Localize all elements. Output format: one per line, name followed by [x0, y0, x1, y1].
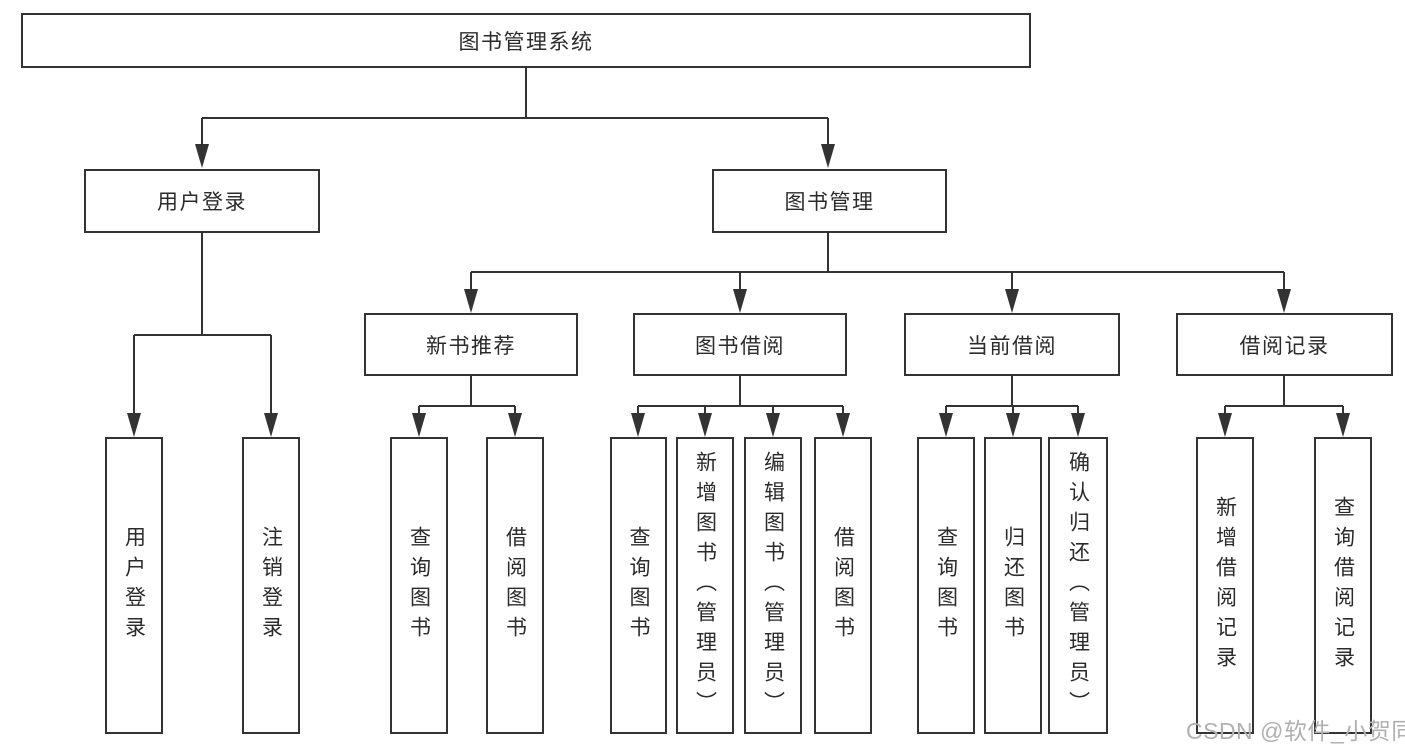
node-new-book-recommendation: 新书推荐	[364, 313, 578, 376]
node-label: 借阅记录	[1239, 334, 1330, 358]
leaf-logout-login: 注销登录	[242, 437, 300, 734]
leaf-query-borrow-record: 查询借阅记录	[1314, 437, 1372, 734]
leaf-borrow-books-recommend: 借阅图书	[486, 437, 544, 734]
leaf-user-login: 用户登录	[105, 437, 163, 734]
leaf-label: 编辑图书（管理员）	[761, 450, 785, 721]
leaf-label: 查询图书	[627, 525, 650, 646]
node-current-borrowing: 当前借阅	[904, 313, 1120, 376]
leaf-label: 注销登录	[259, 525, 283, 646]
leaf-label: 确认归还（管理员）	[1066, 450, 1090, 721]
leaf-label: 查询图书	[407, 525, 431, 646]
leaf-return-books: 归还图书	[984, 437, 1042, 734]
leaf-label: 查询图书	[934, 525, 958, 646]
node-book-management: 图书管理	[712, 169, 947, 233]
csdn-watermark: CSDN @软件_小贺同学	[1186, 718, 1405, 744]
leaf-label: 借阅图书	[831, 525, 855, 646]
node-borrowing-records: 借阅记录	[1176, 313, 1393, 376]
leaf-label: 借阅图书	[503, 525, 527, 646]
leaf-confirm-return-admin: 确认归还（管理员）	[1048, 437, 1108, 734]
leaf-label: 新增图书（管理员）	[693, 450, 717, 721]
leaf-query-books-borrow: 查询图书	[610, 437, 667, 734]
node-book-borrowing: 图书借阅	[633, 313, 847, 376]
leaf-label: 查询借阅记录	[1331, 495, 1355, 676]
node-label: 用户登录	[157, 191, 247, 214]
node-label: 新书推荐	[426, 334, 516, 358]
node-user-login: 用户登录	[84, 169, 320, 233]
node-label: 图书借阅	[695, 334, 785, 358]
leaf-label: 用户登录	[122, 525, 146, 646]
node-library-management-system: 图书管理系统	[21, 13, 1031, 68]
leaf-add-book-admin: 新增图书（管理员）	[676, 437, 734, 734]
leaf-add-borrow-record: 新增借阅记录	[1196, 437, 1254, 734]
node-label: 当前借阅	[967, 334, 1057, 358]
leaf-query-books-recommend: 查询图书	[390, 437, 448, 734]
node-label: 图书管理	[784, 191, 875, 214]
leaf-edit-book-admin: 编辑图书（管理员）	[744, 437, 802, 734]
leaf-label: 归还图书	[1001, 525, 1025, 646]
leaf-borrow-books: 借阅图书	[814, 437, 872, 734]
leaf-query-books-current: 查询图书	[917, 437, 975, 734]
leaf-label: 新增借阅记录	[1213, 495, 1237, 676]
node-label: 图书管理系统	[458, 30, 594, 54]
